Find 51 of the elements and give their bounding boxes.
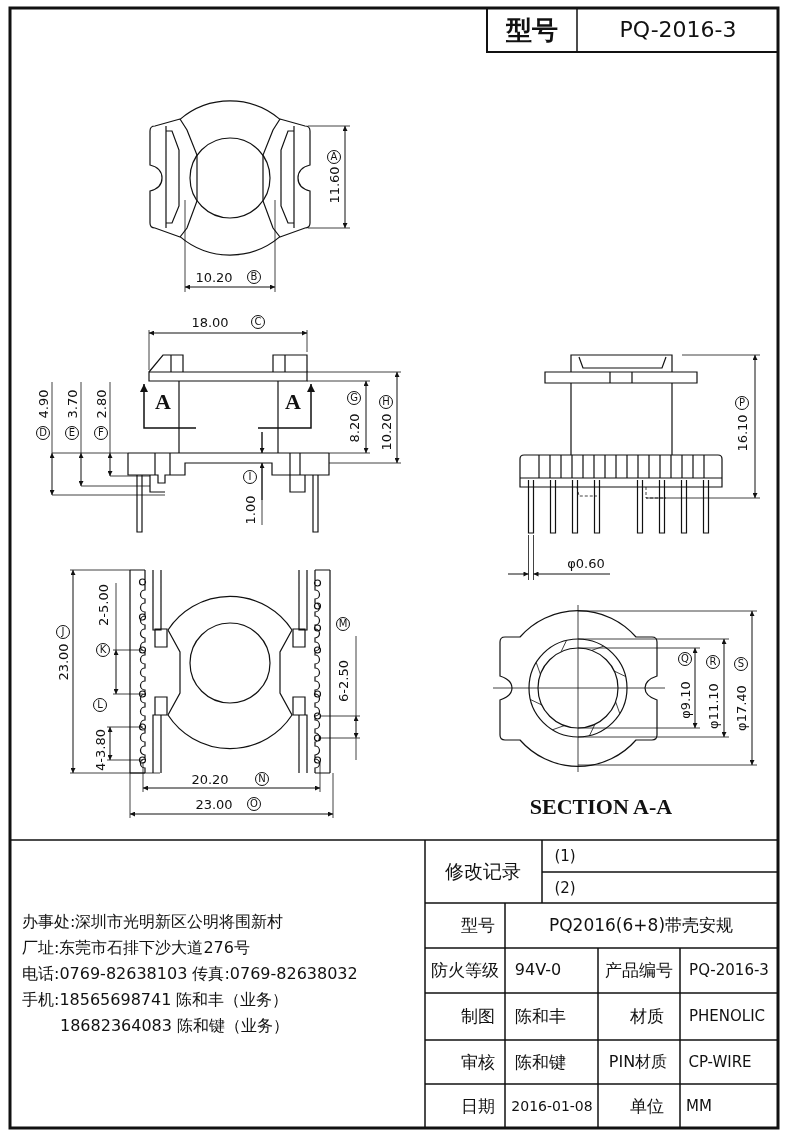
table-label: 产品编号: [605, 961, 673, 979]
section-letter: A: [285, 391, 301, 413]
dimension-value: φ11.10: [706, 683, 720, 729]
table-value: MM: [686, 1098, 712, 1114]
table-value: PQ2016(6+8)带壳安规: [549, 916, 733, 934]
table-label: PIN材质: [608, 1054, 668, 1070]
dimension-value: 1.00: [243, 495, 257, 525]
table-label: 型号: [461, 916, 495, 934]
contact-text: 18682364083 陈和键（业务）: [60, 1018, 290, 1034]
dimension-value: 2-5.00: [96, 584, 110, 626]
dimension-value: 6-2.50: [336, 660, 350, 702]
table-value: 2016-01-08: [511, 1099, 593, 1113]
dimension-value: φ0.60: [567, 556, 605, 570]
table-label: 单位: [630, 1097, 664, 1115]
dimension-value: 3.70: [65, 389, 79, 419]
table-label: 制图: [461, 1007, 495, 1025]
dimension-value: 10.20: [379, 413, 393, 451]
dimension-value: 16.10: [735, 414, 749, 452]
dimension-value: 23.00: [195, 797, 233, 811]
table-value: PHENOLIC: [688, 1008, 766, 1024]
table-value: 94V-0: [514, 962, 562, 978]
dimension-value: 23.00: [56, 643, 70, 681]
table-value: CP-WIRE: [688, 1054, 752, 1070]
dimension-value: φ17.40: [734, 685, 748, 731]
title-value: PQ-2016-3: [619, 19, 737, 41]
table-label: 审核: [461, 1053, 495, 1071]
dimension-value: 8.20: [347, 413, 361, 443]
dimension-value: 10.20: [195, 270, 233, 284]
contact-text: 厂址:东莞市石排下沙大道276号: [22, 940, 250, 956]
dimension-value: φ9.10: [678, 681, 692, 719]
dimension-value: 18.00: [191, 315, 229, 329]
dimension-value: 20.20: [191, 772, 229, 786]
section-title: SECTION A-A: [529, 796, 673, 818]
table-label: 日期: [461, 1097, 495, 1115]
table-value: 陈和键: [514, 1053, 566, 1071]
dimension-value: 4-3.80: [93, 729, 107, 771]
dimension-value: 2.80: [94, 389, 108, 419]
table-value: 陈和丰: [514, 1007, 566, 1025]
contact-text: 电话:0769-82638103 传真:0769-82638032: [22, 966, 358, 982]
title-label: 型号: [506, 17, 558, 43]
contact-text: 手机:18565698741 陈和丰（业务）: [22, 992, 289, 1008]
dimension-value: 11.60: [327, 166, 341, 204]
dimension-value: 4.90: [36, 389, 50, 419]
table-value: (1): [554, 848, 576, 864]
table-label: 防火等级: [431, 961, 499, 979]
table-value: PQ-2016-3: [689, 962, 769, 978]
contact-text: 办事处:深圳市光明新区公明将围新村: [22, 914, 284, 930]
table-label: 材质: [630, 1007, 664, 1025]
section-letter: A: [155, 391, 171, 413]
table-label: 修改记录: [445, 861, 521, 881]
table-value: (2): [554, 880, 576, 896]
